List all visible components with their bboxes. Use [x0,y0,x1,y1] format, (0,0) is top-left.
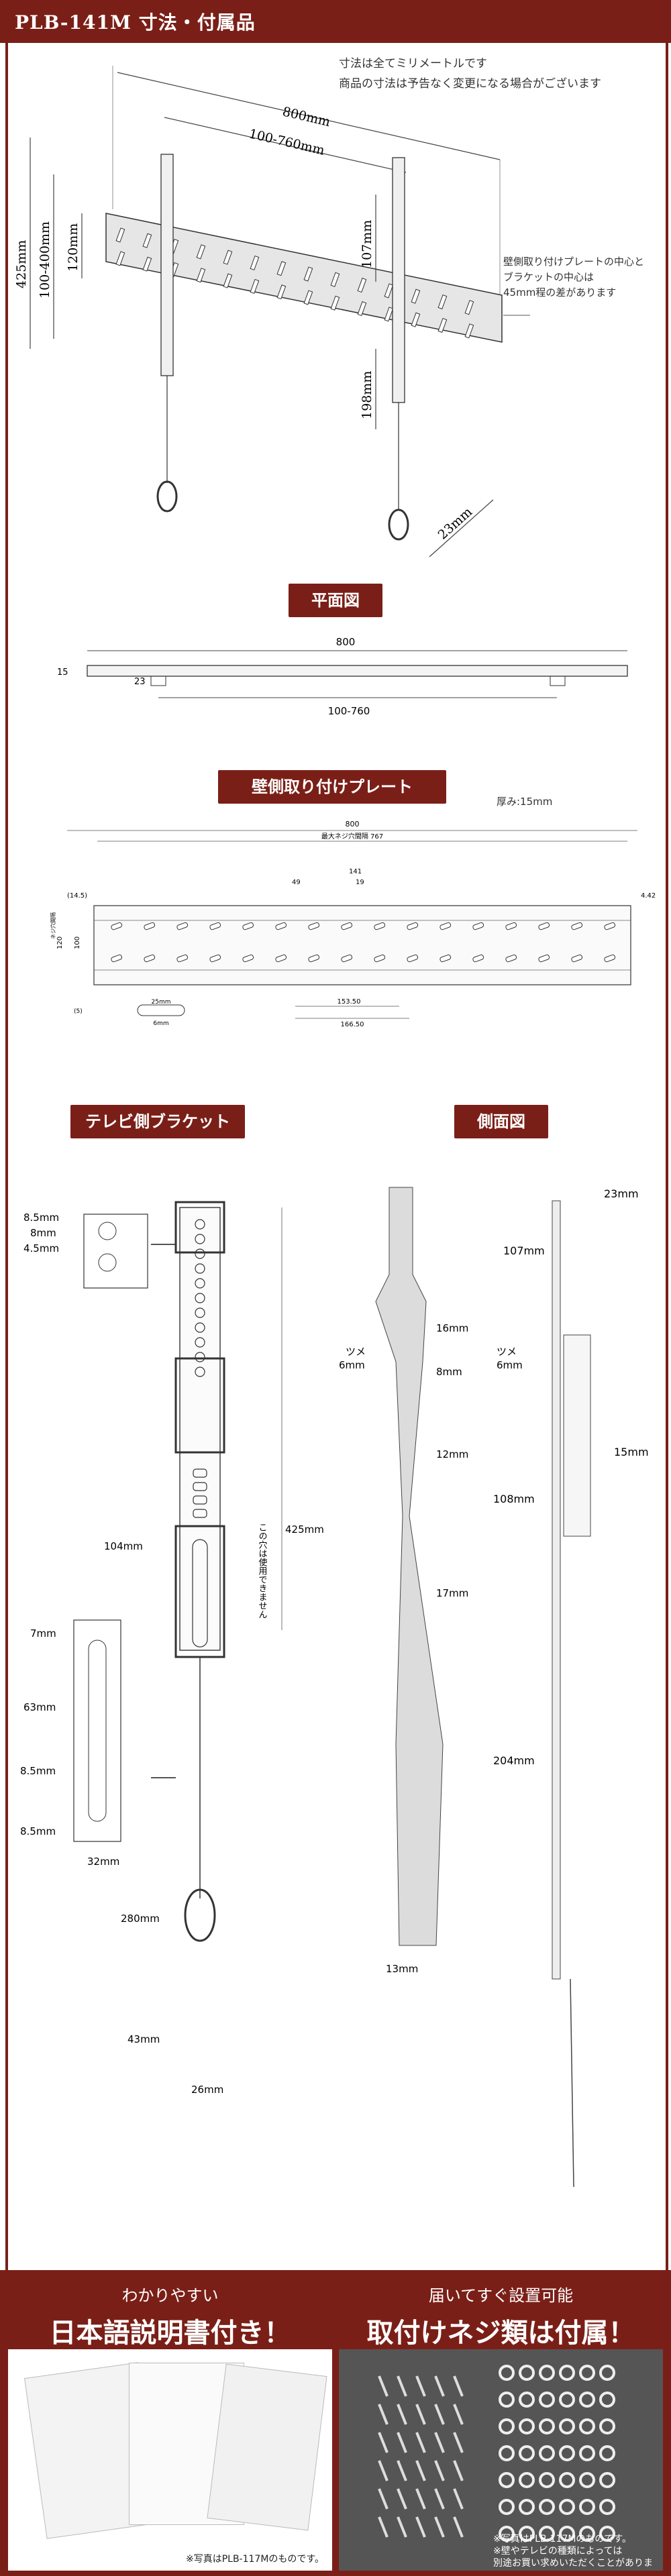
note-change: 商品の寸法は予告なく変更になる場合がございます [339,77,601,91]
plate-slots [115,227,474,339]
svg-text:19: 19 [356,879,364,886]
svg-text:4.42: 4.42 [641,892,656,900]
banner-plan: 平面図 [289,584,382,617]
wall-plate-drawing: 800 最大ネジ穴間隔 767 (14.5) 49 141 19 4.42 12… [50,820,656,1028]
svg-text:この穴は使用できません: この穴は使用できません [257,1523,268,1619]
hardware-caption-2: ※壁やテレビの種類によっては [493,2546,623,2557]
svg-text:108mm: 108mm [493,1493,535,1505]
hardware-caption-1: ※写真はPLB-117Mのものです。 [493,2534,632,2544]
dim-120: 120mm [66,223,81,272]
hardware-photo [339,2349,663,2571]
wall-plate-thickness: 厚み:15mm [497,796,553,808]
svg-text:120: 120 [56,936,64,949]
dim-100-400: 100-400mm [38,221,52,299]
dim-198: 198mm [360,371,374,419]
content-frame [5,43,668,2270]
svg-text:17mm: 17mm [436,1587,468,1599]
svg-text:32mm: 32mm [87,1856,119,1868]
manual-title: 日本語説明書付き！ [49,2317,291,2349]
svg-text:49: 49 [292,879,301,886]
manual-caption: ※写真はPLB-117Mのものです。 [185,2554,324,2565]
svg-text:8mm: 8mm [436,1366,462,1378]
side-view-drawing: 16mm ツメ 6mm 8mm 12mm 17mm 13mm 23mm 107m… [339,1187,649,2187]
svg-text:43mm: 43mm [127,2033,160,2045]
svg-text:(5): (5) [74,1008,83,1015]
banner-wall-plate: 壁側取り付けプレート [218,770,446,804]
manual-header: わかりやすい 日本語説明書付き！ [8,2275,332,2349]
svg-text:7mm: 7mm [30,1627,56,1640]
svg-text:16mm: 16mm [436,1322,468,1334]
svg-text:ツメ: ツメ [346,1346,366,1358]
dim-107: 107mm [360,220,374,268]
hardware-subtitle: 届いてすぐ設置可能 [428,2286,574,2305]
svg-text:141: 141 [349,868,362,875]
svg-text:8.5mm: 8.5mm [20,1765,56,1777]
svg-text:25mm: 25mm [152,999,171,1006]
right-bracket [392,157,405,403]
hardware-caption-3: 別途お買い求めいただくことがあります。 [493,2558,653,2569]
plan-drawing: 800 15 23 100-760 [57,636,628,717]
header-bar: PLB-141M 寸法・付属品 [0,0,671,43]
banner-side-view: 側面図 [454,1105,548,1138]
banner-tv-bracket: テレビ側ブラケット [70,1105,245,1138]
svg-text:8mm: 8mm [30,1227,56,1239]
svg-text:13mm: 13mm [386,1963,418,1975]
hardware-title: 取付けネジ類は付属！ [366,2317,635,2349]
bottom-strip: わかりやすい 日本語説明書付き！ ※写真はPLB-117Mのものです。 届いてす… [0,2270,671,2576]
svg-text:ツメ: ツメ [497,1346,517,1358]
plan-23: 23 [134,677,146,687]
hardware-header: 届いてすぐ設置可能 取付けネジ類は付属！ [339,2275,663,2349]
dim-425: 425mm [14,240,29,288]
overview-drawing: 800mm 100-760mm 425mm 100-400mm 120mm 10… [14,66,644,557]
svg-text:26mm: 26mm [191,2084,223,2096]
svg-text:最大ネジ穴間隔 767: 最大ネジ穴間隔 767 [321,832,383,841]
dim-23: 23mm [435,504,475,543]
left-bracket [160,154,174,376]
manual-page-3 [207,2363,327,2531]
svg-text:800: 800 [346,820,360,828]
dim-100-760: 100-760mm [248,126,326,158]
svg-text:8.5mm: 8.5mm [20,1825,56,1837]
svg-text:12mm: 12mm [436,1448,468,1460]
svg-text:ネジ穴間隔: ネジ穴間隔 [50,912,56,939]
bracket-bar [179,1207,221,1651]
dim-800: 800mm [281,104,331,129]
svg-text:23mm: 23mm [604,1187,639,1200]
manual-panel: わかりやすい 日本語説明書付き！ ※写真はPLB-117Mのものです。 [8,2275,332,2571]
callout-2: ブラケットの中心は [503,271,594,283]
svg-text:(14.5): (14.5) [67,892,87,900]
svg-text:104mm: 104mm [104,1540,143,1552]
note-units: 寸法は全てミリメートルです [339,57,487,70]
plan-800: 800 [336,636,356,648]
svg-text:166.50: 166.50 [341,1021,364,1028]
svg-text:4.5mm: 4.5mm [23,1242,59,1254]
svg-text:6mm: 6mm [153,1020,168,1027]
svg-text:63mm: 63mm [23,1701,56,1713]
wall-plate-face [93,905,631,985]
svg-text:6mm: 6mm [339,1359,365,1371]
page-title: PLB-141M 寸法・付属品 [15,11,256,34]
tv-bracket-drawing: 8.5mm 8mm 4.5mm 425mm 104mm この穴は使用できません … [20,1201,324,2096]
svg-text:280mm: 280mm [121,1913,160,1925]
svg-text:425mm: 425mm [285,1523,324,1536]
svg-text:204mm: 204mm [493,1754,535,1767]
svg-text:15mm: 15mm [614,1446,649,1458]
plan-15: 15 [57,667,68,678]
svg-text:153.50: 153.50 [338,998,361,1006]
svg-text:8.5mm: 8.5mm [23,1212,59,1224]
svg-text:100: 100 [74,936,81,949]
callout-1: 壁側取り付けプレートの中心と [503,256,644,268]
callout-3: 45mm程の差があります [503,286,616,299]
svg-text:6mm: 6mm [497,1359,523,1371]
plan-range: 100-760 [328,705,370,717]
svg-text:107mm: 107mm [503,1244,545,1257]
manual-subtitle: わかりやすい [121,2286,219,2305]
hardware-panel: 届いてすぐ設置可能 取付けネジ類は付属！ ※写真はPLB-117Mのものです。 … [339,2275,663,2571]
